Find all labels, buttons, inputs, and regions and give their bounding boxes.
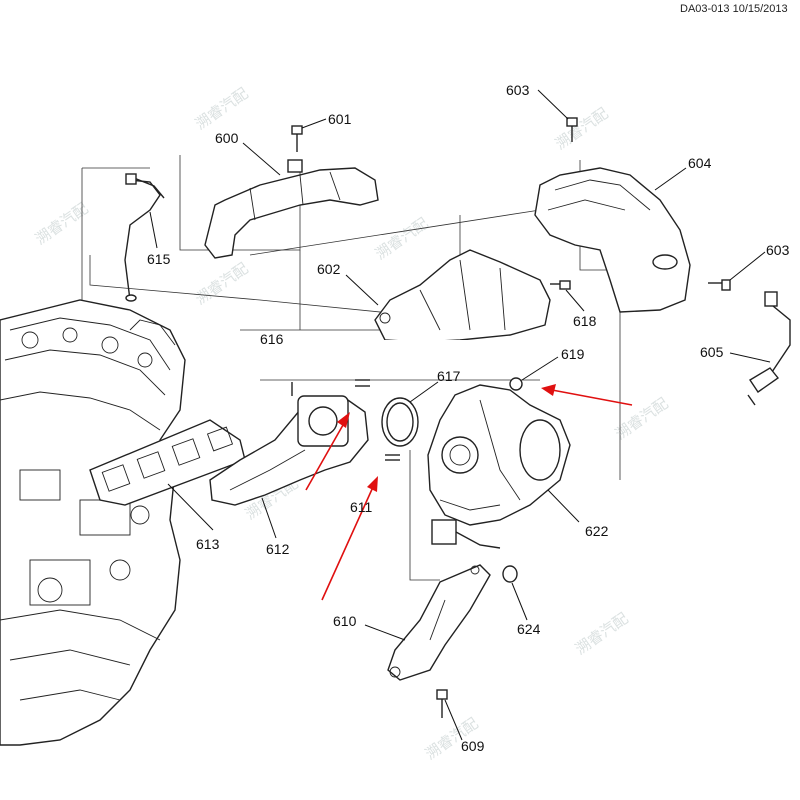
part-609-bolt <box>436 689 448 718</box>
part-616-studs <box>291 379 370 396</box>
red-indicator-arrows <box>305 384 633 601</box>
callout-604: 604 <box>688 155 712 171</box>
part-624-nut <box>502 565 518 583</box>
part-604-turbo-shield <box>534 167 691 313</box>
callout-602: 602 <box>317 261 341 277</box>
callout-labels: 601 600 603 604 603 615 602 618 605 616 … <box>147 82 790 754</box>
part-605-oxygen-sensor <box>747 291 791 406</box>
part-615-oil-tube <box>124 173 165 302</box>
watermark: 溯睿汽配 <box>572 609 631 658</box>
engine-block <box>0 299 186 746</box>
callout-609: 609 <box>461 738 485 754</box>
red-arrowhead <box>367 476 378 492</box>
watermark: 溯睿汽配 <box>32 199 91 248</box>
part-618-bolt <box>550 280 571 290</box>
red-arrow-611 <box>321 486 374 601</box>
part-610-bracket <box>387 564 491 681</box>
callout-610: 610 <box>333 613 357 629</box>
part-617-gasket <box>381 397 419 447</box>
red-arrow-616 <box>305 424 344 491</box>
part-603-bolt-top <box>566 117 578 142</box>
part-622-turbocharger <box>427 384 571 549</box>
callout-616: 616 <box>260 331 284 347</box>
callout-612: 612 <box>266 541 290 557</box>
diagram-reference-code: DA03-013 10/15/2013 <box>680 3 788 15</box>
part-602-manifold-shield <box>374 249 551 343</box>
obscured-label-area <box>255 340 485 370</box>
callout-603-top: 603 <box>506 82 530 98</box>
callout-617: 617 <box>437 368 461 384</box>
callout-615: 615 <box>147 251 171 267</box>
watermark: 溯睿汽配 <box>372 214 431 263</box>
callout-613: 613 <box>196 536 220 552</box>
callout-leaders <box>149 89 771 741</box>
part-603-bolt-right <box>708 279 731 291</box>
part-619-nut <box>509 377 523 391</box>
watermark: 溯睿汽配 <box>192 259 251 308</box>
part-611-stud <box>385 454 400 461</box>
part-600-bracket <box>204 159 379 259</box>
callout-624: 624 <box>517 621 541 637</box>
part-601-bolt <box>291 125 303 152</box>
callout-600: 600 <box>215 130 239 146</box>
red-arrowhead <box>541 384 556 396</box>
callout-622: 622 <box>585 523 609 539</box>
callout-605: 605 <box>700 344 724 360</box>
watermark: 溯睿汽配 <box>192 84 251 133</box>
red-arrow-619 <box>551 389 633 406</box>
red-arrowhead <box>337 412 350 428</box>
watermark: 溯睿汽配 <box>612 394 671 443</box>
callout-611: 611 <box>350 499 373 515</box>
callout-619: 619 <box>561 346 585 362</box>
callout-603-right: 603 <box>766 242 790 258</box>
callout-618: 618 <box>573 313 597 329</box>
callout-601: 601 <box>328 111 352 127</box>
part-612-exhaust-manifold <box>209 395 369 506</box>
